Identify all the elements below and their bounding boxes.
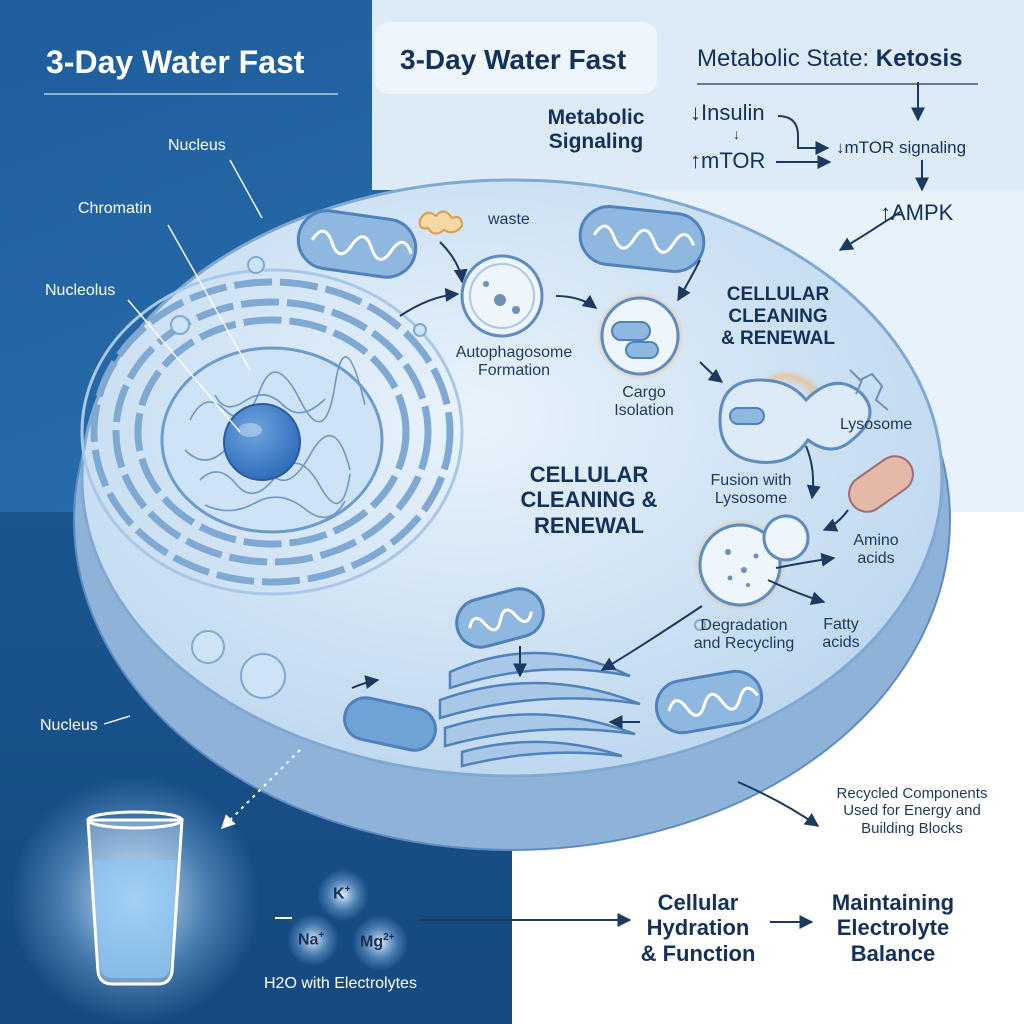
label-cargo-line1: Cargo — [622, 384, 666, 401]
ampk-label: ↑AMPK — [880, 200, 953, 225]
label-fusion-line2: Lysosome — [714, 490, 788, 508]
label-fatty-acids: Fatty acids — [806, 616, 876, 653]
down-arrow-icon: ↓ — [690, 100, 701, 125]
electrolyte-ions — [287, 869, 408, 971]
cleaning-right-line1: CELLULAR — [726, 284, 830, 305]
label-amino-line1: Amino — [853, 532, 899, 549]
electrolyte-line1: Maintaining — [831, 890, 955, 915]
cargo-isolation-icon — [596, 292, 684, 380]
mtor-signaling-label: ↓mTOR signaling — [836, 138, 966, 158]
lysosome-icon — [848, 455, 914, 513]
label-lysosome: Lysosome — [840, 416, 913, 433]
electrolyte-line3: Balance — [850, 940, 936, 966]
cell-body — [80, 178, 944, 778]
electrolyte-balance: Maintaining Electrolyte Balance — [818, 890, 968, 966]
cleaning-renewal-right: CELLULAR CLEANING & RENEWAL — [708, 284, 848, 350]
label-degradation-line1: Degradation — [700, 617, 788, 634]
cleaning-center-line2: CLEANING & — [520, 487, 658, 513]
down-arrow-icon: ↓ — [836, 138, 845, 157]
ion-potassium: K+ — [333, 884, 350, 904]
mitochondrion-icon — [578, 205, 706, 273]
cleaning-right-line2: CLEANING — [728, 305, 828, 327]
signaling-title-line2: Signaling — [548, 130, 644, 154]
mtor-text: mTOR — [701, 148, 766, 173]
cellular-hydration: Cellular Hydration & Function — [628, 890, 768, 966]
up-arrow-icon: ↑ — [690, 148, 701, 173]
mitochondrion-icon — [343, 696, 437, 752]
label-fatty-line1: Fatty — [823, 616, 859, 633]
cellular-hydration-line1: Cellular — [657, 890, 739, 915]
ion-na-charge: + — [318, 930, 325, 941]
label-recycled-components: Recycled Components Used for Energy and … — [822, 785, 1002, 837]
water-glass-icon — [86, 810, 184, 986]
label-degradation-line2: and Recycling — [693, 635, 795, 653]
ion-na-symbol: Na — [298, 931, 319, 949]
ion-magnesium: Mg2+ — [360, 932, 395, 952]
label-fusion-line1: Fusion with — [710, 472, 792, 489]
label-chromatin: Chromatin — [78, 200, 152, 217]
label-water-electrolytes: H2O with Electrolytes — [264, 975, 417, 992]
nucleolus — [223, 403, 301, 481]
waste-icon — [418, 210, 464, 235]
autophagosome-icon — [460, 254, 544, 338]
title-pill — [375, 22, 657, 94]
cellular-hydration-line2: Hydration — [646, 915, 750, 941]
label-amino-acids: Amino acids — [836, 532, 916, 569]
lysosome-molecule-icon — [849, 369, 889, 411]
page-title-center: 3-Day Water Fast — [400, 44, 627, 75]
cleaning-right-line3: & RENEWAL — [721, 327, 835, 349]
ion-sodium: Na+ — [298, 930, 324, 950]
label-amino-line2: acids — [857, 550, 895, 568]
page-title-left: 3-Day Water Fast — [46, 44, 305, 80]
endoplasmic-reticulum — [90, 278, 454, 586]
label-nucleus-bottom: Nucleus — [40, 717, 98, 734]
metabolic-state-prefix: Metabolic State: — [697, 45, 870, 72]
label-waste: waste — [488, 211, 530, 228]
label-recycled-line1: Recycled Components — [836, 785, 988, 802]
ion-k-symbol: K — [333, 885, 345, 903]
mitochondrion-icon — [296, 209, 418, 279]
degradation-icon — [694, 514, 810, 611]
mitochondrion-icon — [654, 669, 764, 735]
cleaning-center-line1: CELLULAR — [529, 462, 649, 487]
insulin-text: Insulin — [701, 100, 765, 125]
vesicles — [170, 256, 706, 699]
up-arrow-icon: ↑ — [880, 200, 891, 225]
label-cargo-line2: Isolation — [614, 402, 674, 420]
insulin-label: ↓Insulin — [690, 100, 765, 125]
label-recycled-line3: Building Blocks — [861, 819, 963, 837]
ion-mg-symbol: Mg — [360, 933, 384, 951]
signaling-title-line1: Metabolic — [547, 106, 645, 129]
label-recycled-line2: Used for Energy and — [843, 802, 981, 820]
mtor-label: ↑mTOR — [690, 148, 765, 173]
cleaning-renewal-center: CELLULAR CLEANING & RENEWAL — [505, 462, 673, 538]
signaling-title: Metabolic Signaling — [540, 106, 652, 154]
label-autophagosome: Autophagosome Formation — [444, 344, 584, 381]
cleaning-center-line3: RENEWAL — [534, 512, 644, 538]
golgi-apparatus — [438, 651, 641, 768]
label-fatty-line2: acids — [822, 634, 860, 652]
mitochondrion-icon — [455, 587, 545, 649]
mtor-signaling-text: mTOR signaling — [844, 138, 967, 157]
label-cargo-isolation: Cargo Isolation — [604, 384, 684, 421]
label-autophagosome-line1: Autophagosome — [455, 344, 573, 361]
label-nucleus-top: Nucleus — [168, 137, 226, 154]
ion-k-charge: + — [344, 884, 351, 895]
ion-mg-charge: 2+ — [383, 932, 395, 943]
metabolic-state: Metabolic State: Ketosis — [697, 45, 962, 73]
label-nucleolus: Nucleolus — [45, 282, 116, 299]
label-degradation: Degradation and Recycling — [682, 617, 806, 654]
electrolyte-line2: Electrolyte — [836, 915, 950, 941]
label-autophagosome-line2: Formation — [477, 362, 551, 380]
metabolic-state-value: Ketosis — [875, 45, 963, 72]
cellular-hydration-line3: & Function — [640, 940, 756, 966]
down-arrow-icon: ↓ — [733, 126, 740, 142]
label-fusion: Fusion with Lysosome — [696, 472, 806, 509]
fusion-icon — [718, 370, 872, 464]
ampk-text: AMPK — [891, 200, 954, 225]
